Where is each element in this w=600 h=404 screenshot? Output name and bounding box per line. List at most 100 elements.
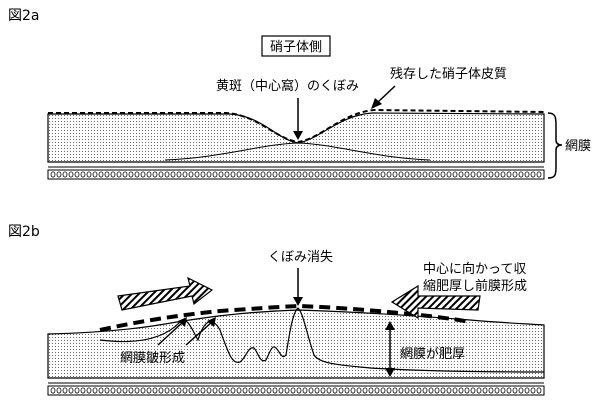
choroid-bead xyxy=(356,171,362,178)
choroid-bead xyxy=(518,171,524,178)
choroid-bead xyxy=(110,387,116,394)
choroid-bead xyxy=(170,387,176,394)
choroid-bead xyxy=(230,387,236,394)
choroid-bead xyxy=(392,171,398,178)
choroid-bead xyxy=(182,387,188,394)
thickening-label: 網膜が肥厚 xyxy=(400,347,465,362)
choroid-bead xyxy=(272,387,278,394)
choroid-bead xyxy=(440,171,446,178)
choroid-bead xyxy=(308,387,314,394)
choroid-bead xyxy=(494,171,500,178)
contraction-label-2: 縮肥厚し前膜形成 xyxy=(423,278,527,294)
choroid-bead xyxy=(296,387,302,394)
choroid-bead xyxy=(416,171,422,178)
choroid-bead xyxy=(248,387,254,394)
choroid-bead xyxy=(188,171,194,178)
choroid-bead xyxy=(86,387,92,394)
choroid-bead xyxy=(386,387,392,394)
choroid-bead xyxy=(446,171,452,178)
choroid-bead xyxy=(470,171,476,178)
choroid-bead xyxy=(434,387,440,394)
panel-a: 図2a 硝子体側 黄斑（中心窩）のくぼみ 残存した硝子体皮質 網膜 xyxy=(8,8,591,180)
choroid-bead xyxy=(458,171,464,178)
retina-body-b xyxy=(47,309,545,379)
choroid-bead xyxy=(524,387,530,394)
choroid-bead xyxy=(356,387,362,394)
choroid-bead xyxy=(440,387,446,394)
choroid-bead xyxy=(308,171,314,178)
panel-b: 図2b くぼみ消失 中心に向かって収 縮肥厚し前膜形成 網膜皺形成 xyxy=(8,224,545,396)
choroid-bead xyxy=(68,387,74,394)
choroid-bead xyxy=(344,171,350,178)
choroid-bead xyxy=(224,387,230,394)
choroid-bead xyxy=(506,171,512,178)
choroid-bead xyxy=(386,171,392,178)
choroid-band-b xyxy=(47,385,545,396)
left-contraction-arrow xyxy=(117,276,214,311)
choroid-bead xyxy=(98,387,104,394)
choroid-bead xyxy=(374,171,380,178)
choroid-bead xyxy=(380,171,386,178)
choroid-bead xyxy=(152,171,158,178)
choroid-bead xyxy=(200,171,206,178)
choroid-bead xyxy=(218,171,224,178)
choroid-bead xyxy=(236,171,242,178)
choroid-bead xyxy=(218,387,224,394)
choroid-bead xyxy=(206,171,212,178)
choroid-bead xyxy=(410,387,416,394)
choroid-bead xyxy=(422,171,428,178)
choroid-bead xyxy=(344,387,350,394)
choroid-bead xyxy=(362,171,368,178)
choroid-bead xyxy=(56,387,62,394)
choroid-bead xyxy=(392,387,398,394)
choroid-beads-a xyxy=(50,171,542,178)
choroid-bead xyxy=(128,387,134,394)
choroid-band-a xyxy=(47,169,545,180)
choroid-bead xyxy=(62,171,68,178)
choroid-bead xyxy=(134,171,140,178)
choroid-bead xyxy=(116,171,122,178)
epiretinal-membrane-dashed xyxy=(99,303,471,332)
pit-loss-arrow xyxy=(293,268,303,306)
choroid-bead xyxy=(500,171,506,178)
choroid-bead xyxy=(536,171,542,178)
choroid-bead xyxy=(110,171,116,178)
fovea-arrow xyxy=(293,98,303,140)
choroid-bead xyxy=(290,387,296,394)
choroid-bead xyxy=(284,387,290,394)
choroid-bead xyxy=(350,387,356,394)
choroid-bead xyxy=(134,387,140,394)
choroid-bead xyxy=(122,171,128,178)
choroid-bead xyxy=(272,171,278,178)
choroid-bead xyxy=(194,387,200,394)
choroid-bead xyxy=(434,171,440,178)
pit-loss-label: くぼみ消失 xyxy=(268,250,333,265)
choroid-bead xyxy=(146,171,152,178)
choroid-bead xyxy=(464,171,470,178)
choroid-bead xyxy=(320,171,326,178)
choroid-bead xyxy=(56,171,62,178)
choroid-bead xyxy=(224,171,230,178)
choroid-bead xyxy=(314,171,320,178)
choroid-bead xyxy=(170,171,176,178)
fold-arrow-1 xyxy=(157,317,187,346)
choroid-bead xyxy=(380,387,386,394)
choroid-bead xyxy=(296,171,302,178)
choroid-bead xyxy=(116,387,122,394)
choroid-bead xyxy=(410,171,416,178)
choroid-bead xyxy=(80,171,86,178)
choroid-bead xyxy=(104,387,110,394)
choroid-bead xyxy=(320,387,326,394)
choroid-bead xyxy=(428,171,434,178)
choroid-bead xyxy=(158,171,164,178)
choroid-bead xyxy=(194,171,200,178)
choroid-bead xyxy=(536,387,542,394)
choroid-bead xyxy=(266,171,272,178)
choroid-bead xyxy=(50,387,56,394)
choroid-bead xyxy=(212,387,218,394)
choroid-bead xyxy=(524,171,530,178)
choroid-bead xyxy=(488,387,494,394)
choroid-bead xyxy=(482,171,488,178)
choroid-bead xyxy=(452,171,458,178)
